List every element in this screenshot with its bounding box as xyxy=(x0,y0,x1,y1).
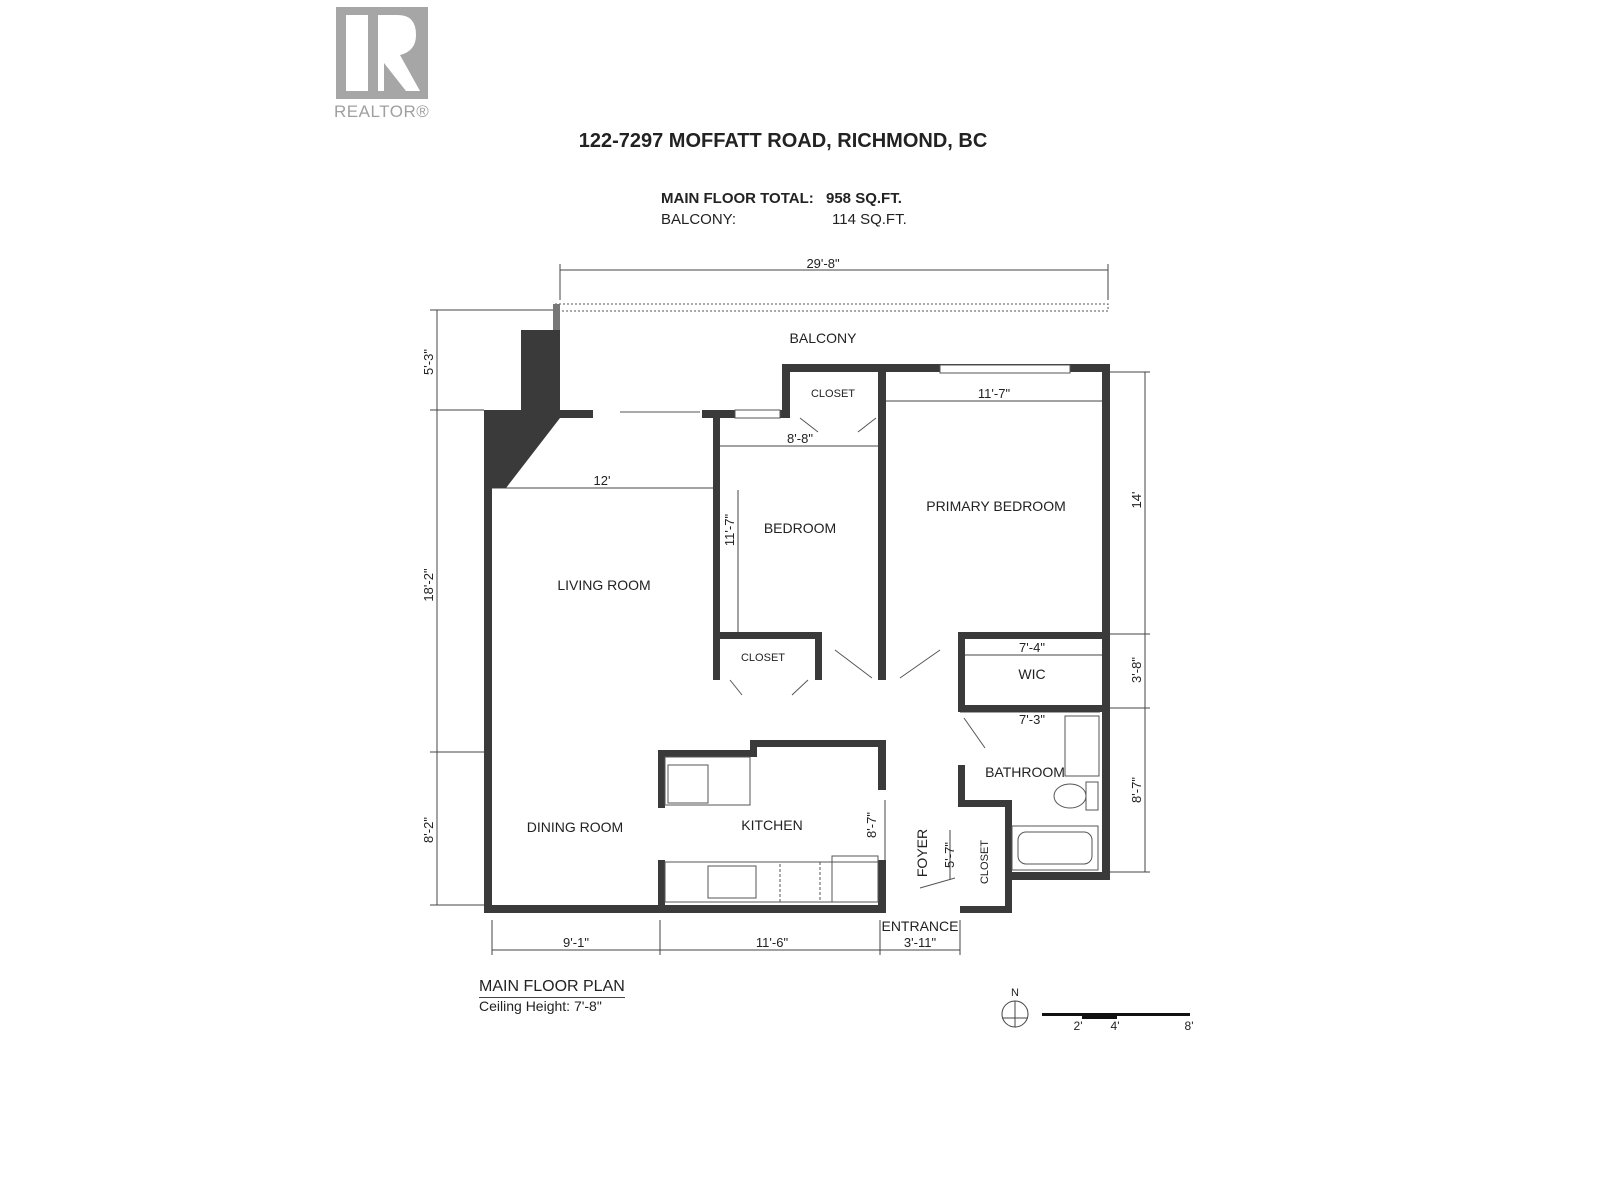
label-closet-foyer: CLOSET xyxy=(979,840,991,884)
dimension-lines xyxy=(430,264,1150,955)
walls xyxy=(484,303,1110,913)
balcony-area-value: 114 SQ.FT. xyxy=(832,211,907,228)
fixtures xyxy=(620,364,1100,903)
label-kitchen: KITCHEN xyxy=(741,817,802,833)
dim-left-upper: 18'-2" xyxy=(421,568,436,602)
label-primary-bedroom: PRIMARY BEDROOM xyxy=(926,498,1066,514)
dim-bath-width: 7'-3" xyxy=(1019,712,1045,727)
realtor-logo xyxy=(336,7,428,99)
dim-primary-depth: 14' xyxy=(1129,492,1144,509)
dim-bath-depth: 8'-7" xyxy=(1129,777,1144,803)
label-dining-room: DINING ROOM xyxy=(527,819,623,835)
dim-bottom-3: 3'-11" xyxy=(904,935,937,950)
property-address: 122-7297 MOFFATT ROAD, RICHMOND, BC xyxy=(578,130,988,152)
dim-bedroom-depth: 11'-7" xyxy=(722,514,737,547)
plan-title: MAIN FLOOR PLAN xyxy=(479,978,625,998)
dim-living-width: 12' xyxy=(594,473,611,488)
dim-primary-width: 11'-7" xyxy=(978,386,1011,401)
dim-bottom-2: 11'-6" xyxy=(756,935,789,950)
label-closet-top: CLOSET xyxy=(811,388,855,400)
main-floor-total-label: MAIN FLOOR TOTAL: xyxy=(661,190,814,207)
scale-8: 8' xyxy=(1185,1019,1194,1033)
realtor-wordmark: REALTOR® xyxy=(334,102,430,121)
label-living-room: LIVING ROOM xyxy=(557,577,650,593)
compass-north: N xyxy=(1011,987,1019,999)
dim-foyer-depth: 5'-7" xyxy=(942,842,957,868)
main-floor-total-value: 958 SQ.FT. xyxy=(826,190,902,207)
dim-wic-width: 7'-4" xyxy=(1019,640,1045,655)
label-bathroom: BATHROOM xyxy=(985,764,1065,780)
scale-2: 2' xyxy=(1074,1019,1083,1033)
scale-bar: 2' 4' 8' xyxy=(1042,1013,1193,1033)
dim-bottom-1: 9'-1" xyxy=(563,935,589,950)
dim-overall-width: 29'-8" xyxy=(806,256,840,271)
label-entrance: ENTRANCE xyxy=(881,918,958,934)
label-bedroom: BEDROOM xyxy=(764,520,836,536)
dim-wic-depth: 3'-8" xyxy=(1129,657,1144,683)
ceiling-height: Ceiling Height: 7'-8" xyxy=(479,998,602,1014)
dim-balcony-depth: 5'-3" xyxy=(421,349,436,375)
balcony-area-label: BALCONY: xyxy=(661,211,737,228)
label-foyer: FOYER xyxy=(914,829,930,877)
label-balcony: BALCONY xyxy=(790,330,858,346)
dim-bedroom-width: 8'-8" xyxy=(787,431,813,446)
label-closet-bedroom: CLOSET xyxy=(741,652,785,664)
compass-icon: N xyxy=(1001,987,1029,1028)
label-wic: WIC xyxy=(1018,666,1045,682)
dim-left-lower: 8'-2" xyxy=(421,817,436,843)
dim-kitchen-depth: 8'-7" xyxy=(864,812,879,838)
scale-4: 4' xyxy=(1111,1019,1120,1033)
